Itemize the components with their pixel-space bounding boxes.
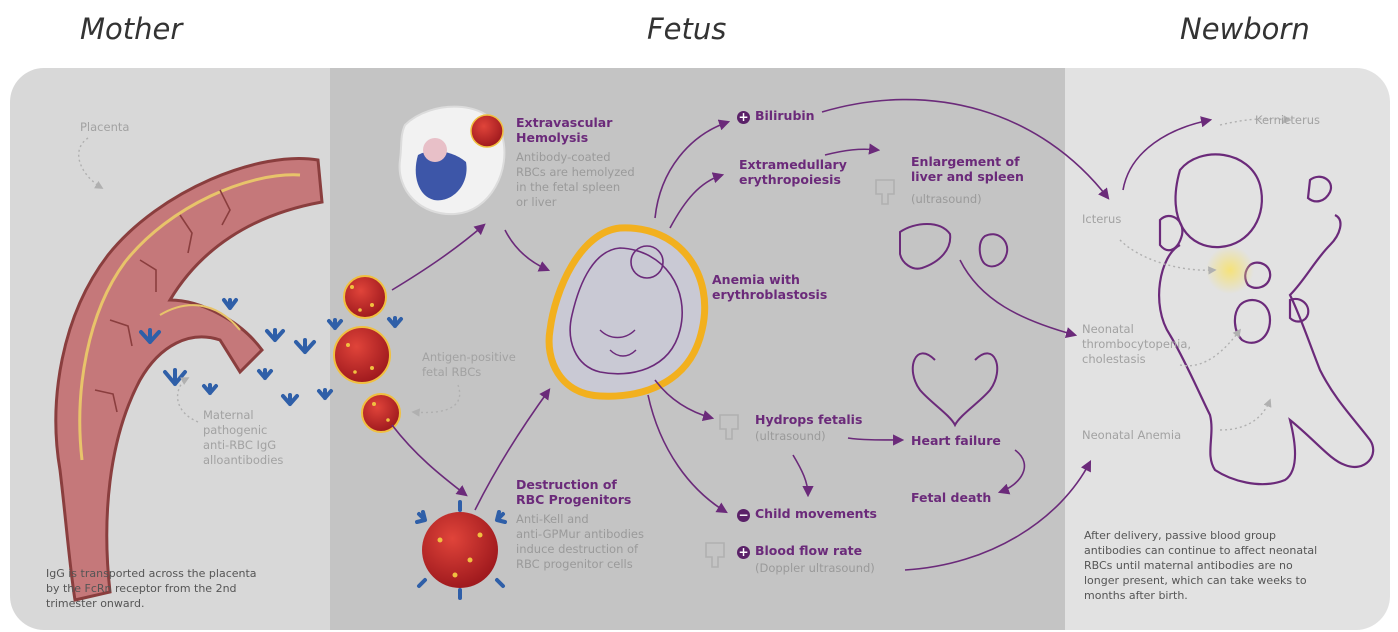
minus-icon: − <box>737 509 750 522</box>
bilirubin-item: + Bilirubin <box>737 108 815 124</box>
placenta-label: Placenta <box>80 120 129 135</box>
destruction-title: Destruction of RBC Progenitors <box>516 477 631 507</box>
extramedullary-label: Extramedullary erythropoiesis <box>739 157 847 187</box>
anemia-label: Anemia with erythroblastosis <box>712 272 827 302</box>
blood-flow-item: + Blood flow rate <box>737 543 862 559</box>
neonatal-anemia-label: Neonatal Anemia <box>1082 428 1181 443</box>
header-newborn: Newborn <box>1180 12 1310 46</box>
enlargement-sub: (ultrasound) <box>911 192 982 207</box>
heart-failure-label: Heart failure <box>911 433 1001 448</box>
hydrops-sub: (ultrasound) <box>755 429 826 444</box>
thrombocytopenia-label: Neonatal thrombocytopenia, cholestasis <box>1082 322 1191 367</box>
newborn-note: After delivery, passive blood group anti… <box>1084 528 1317 603</box>
child-movements-item: −Child movements <box>737 506 877 522</box>
enlargement-title: Enlargement of liver and spleen <box>911 154 1024 184</box>
hydrops-title: Hydrops fetalis <box>755 412 862 427</box>
destruction-desc: Anti-Kell and anti-GPMur antibodies indu… <box>516 512 644 572</box>
kernicterus-label: Kernicterus <box>1255 113 1320 128</box>
fetal-death-label: Fetal death <box>911 490 991 505</box>
extravascular-title: Extravascular Hemolysis <box>516 115 612 145</box>
header-fetus: Fetus <box>647 12 726 46</box>
icterus-label: Icterus <box>1082 212 1121 227</box>
antigen-label: Antigen-positive fetal RBCs <box>422 350 516 380</box>
blood-flow-label: Blood flow rate <box>755 543 862 558</box>
header-mother: Mother <box>80 12 182 46</box>
mother-note: IgG is transported across the placenta b… <box>46 566 257 611</box>
child-movements-label: Child movements <box>755 506 877 521</box>
plus-icon: + <box>737 546 750 559</box>
bilirubin-label: Bilirubin <box>755 108 815 123</box>
plus-icon: + <box>737 111 750 124</box>
extravascular-desc: Antibody-coated RBCs are hemolyzed in th… <box>516 150 635 210</box>
blood-flow-sub: (Doppler ultrasound) <box>755 561 875 576</box>
antibody-label: Maternal pathogenic anti-RBC IgG alloant… <box>203 408 283 468</box>
